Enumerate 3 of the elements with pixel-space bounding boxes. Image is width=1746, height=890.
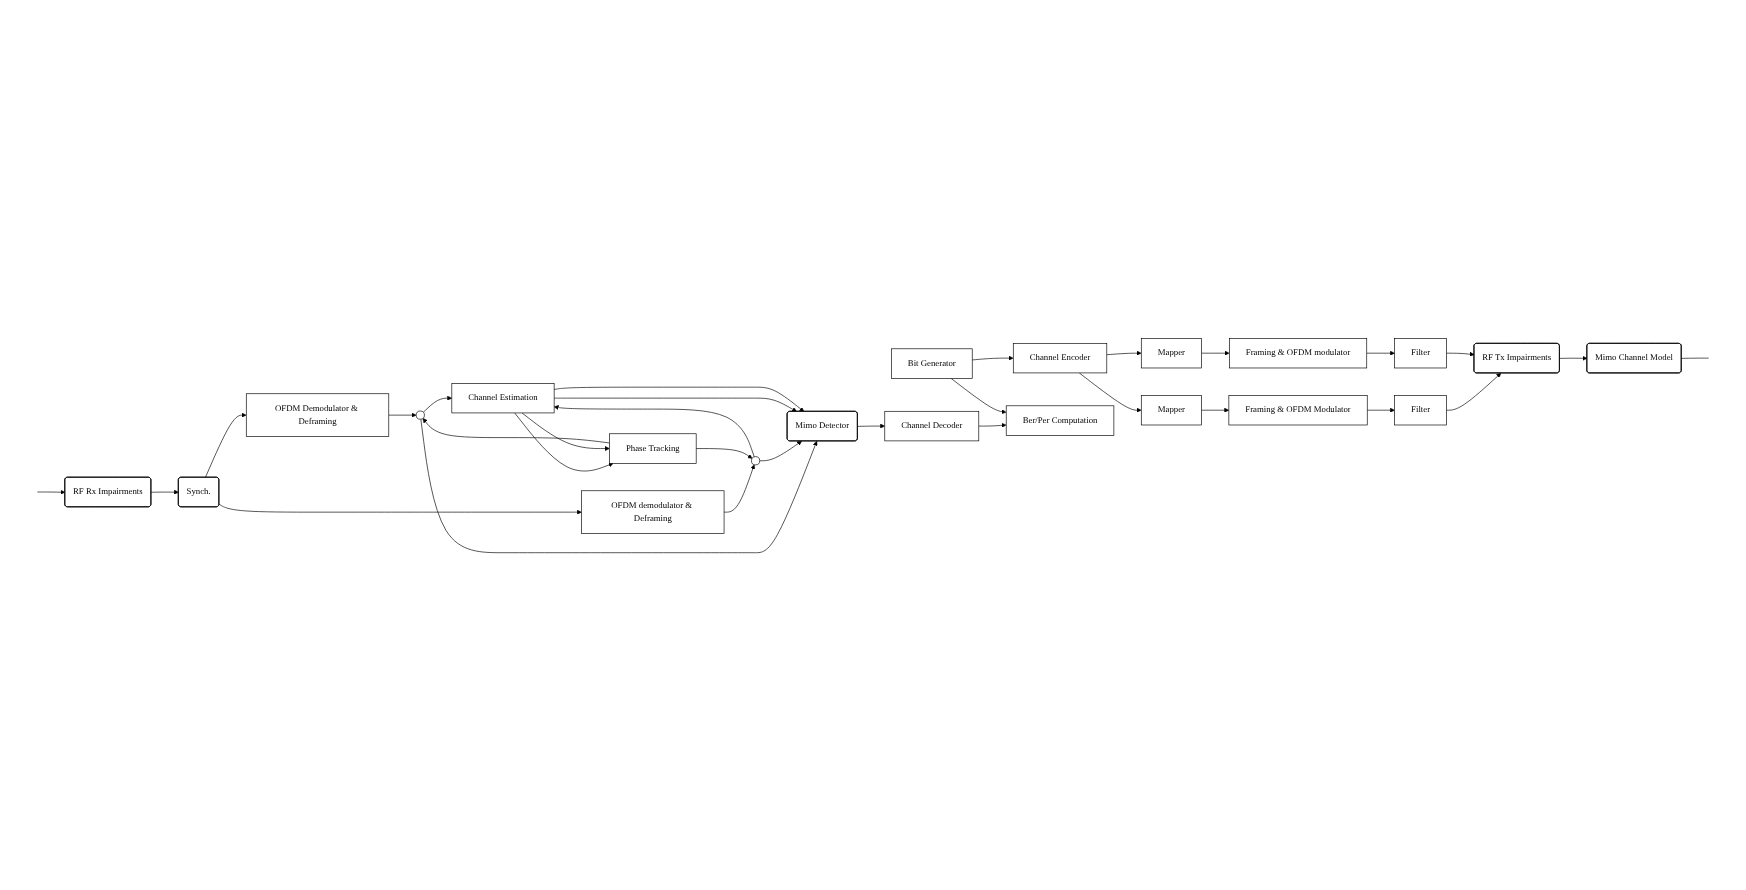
connector [1681, 357, 1709, 359]
node-circle [415, 410, 425, 419]
node-circle [751, 455, 761, 465]
